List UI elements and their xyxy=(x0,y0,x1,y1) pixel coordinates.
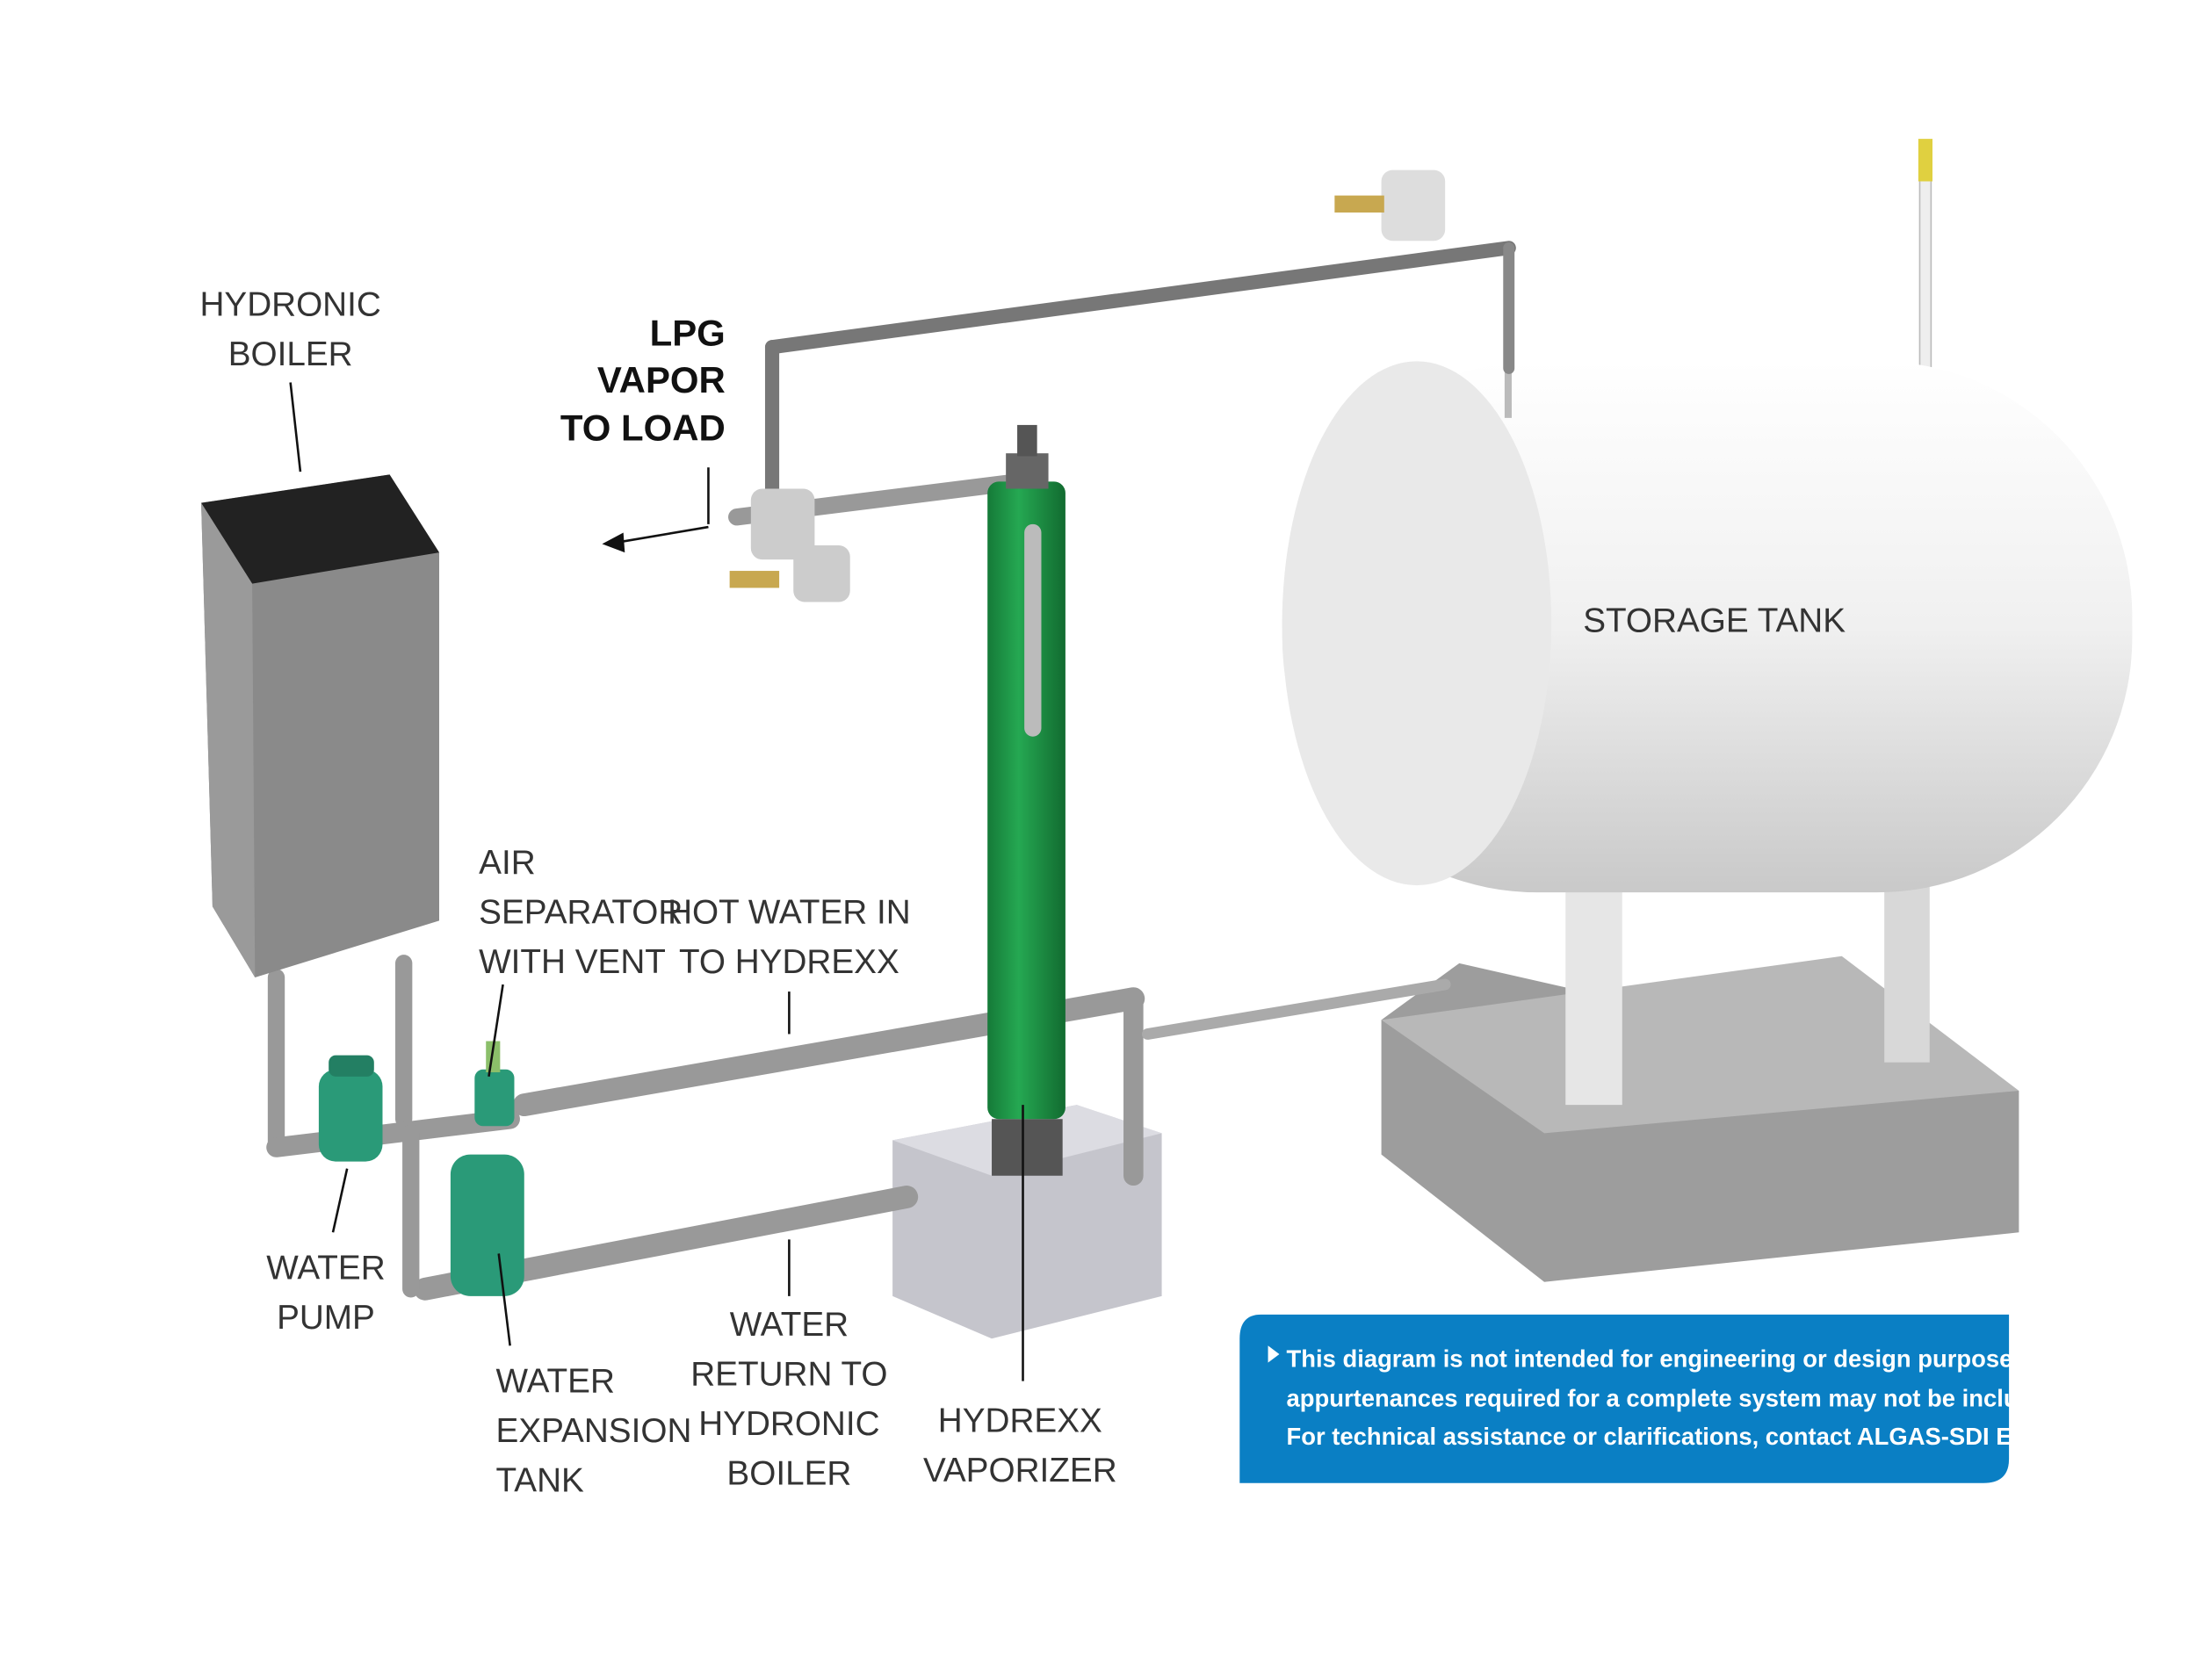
svg-text:This diagram is not intended f: This diagram is not intended for enginee… xyxy=(1287,1345,2134,1373)
svg-text:RETURN TO: RETURN TO xyxy=(690,1355,887,1393)
svg-text:WITH VENT: WITH VENT xyxy=(479,943,666,981)
storage-tank xyxy=(1282,139,2133,893)
svg-text:EXPANSION: EXPANSION xyxy=(496,1412,692,1450)
hydronic-boiler xyxy=(201,474,439,977)
svg-text:HYDRONIC: HYDRONIC xyxy=(698,1405,879,1443)
svg-text:VAPORIZER: VAPORIZER xyxy=(923,1452,1117,1489)
svg-text:BOILER: BOILER xyxy=(228,335,353,373)
svg-text:For technical assistance or cl: For technical assistance or clarificatio… xyxy=(1287,1423,2142,1450)
svg-text:WATER: WATER xyxy=(266,1250,385,1287)
svg-text:HYDREXX: HYDREXX xyxy=(938,1402,1102,1440)
label-lpg-vapor-to-load: LPG VAPOR TO LOAD xyxy=(560,313,726,449)
svg-text:TO LOAD: TO LOAD xyxy=(560,407,726,449)
svg-text:BOILER: BOILER xyxy=(726,1454,851,1492)
label-hydronic-boiler: HYDRONIC BOILER xyxy=(199,286,380,373)
svg-text:PUMP: PUMP xyxy=(277,1299,375,1337)
svg-text:AIR: AIR xyxy=(479,844,536,882)
water-pump xyxy=(318,1055,383,1162)
piping xyxy=(266,241,1516,1301)
label-water-pump: WATER PUMP xyxy=(266,1250,385,1337)
label-water-return: WATER RETURN TO HYDRONIC BOILER xyxy=(690,1306,887,1492)
disclaimer-notice: This diagram is not intended for enginee… xyxy=(1239,1314,2196,1483)
label-water-expansion-tank: WATER EXPANSION TANK xyxy=(496,1363,692,1500)
svg-text:TO HYDREXX: TO HYDREXX xyxy=(679,943,899,981)
svg-text:VAPOR: VAPOR xyxy=(597,359,726,400)
label-hot-water-in: HOT WATER IN TO HYDREXX xyxy=(668,894,911,981)
svg-text:LPG: LPG xyxy=(650,313,726,354)
svg-text:appurtenances required for a c: appurtenances required for a complete sy… xyxy=(1287,1385,2196,1412)
storage-tank-base xyxy=(1381,835,2019,1282)
svg-text:HOT WATER IN: HOT WATER IN xyxy=(668,894,911,932)
label-air-separator: AIR SEPARATOR WITH VENT xyxy=(479,844,683,981)
water-expansion-tank xyxy=(450,1154,524,1296)
regulators xyxy=(729,169,1446,602)
label-hydrexx-vaporizer: HYDREXX VAPORIZER xyxy=(923,1402,1117,1489)
label-storage-tank: STORAGE TANK xyxy=(1583,602,1846,639)
svg-text:WATER: WATER xyxy=(496,1363,615,1401)
hydrexx-vaporizer xyxy=(987,424,1065,1176)
triangle-bullet-icon xyxy=(1268,1345,1280,1363)
air-separator xyxy=(474,1041,515,1127)
leader-lines xyxy=(289,382,1024,1381)
svg-text:TANK: TANK xyxy=(496,1461,585,1499)
svg-text:SEPARATOR: SEPARATOR xyxy=(479,894,683,932)
svg-text:WATER: WATER xyxy=(730,1306,849,1344)
svg-text:HYDRONIC: HYDRONIC xyxy=(199,286,380,324)
